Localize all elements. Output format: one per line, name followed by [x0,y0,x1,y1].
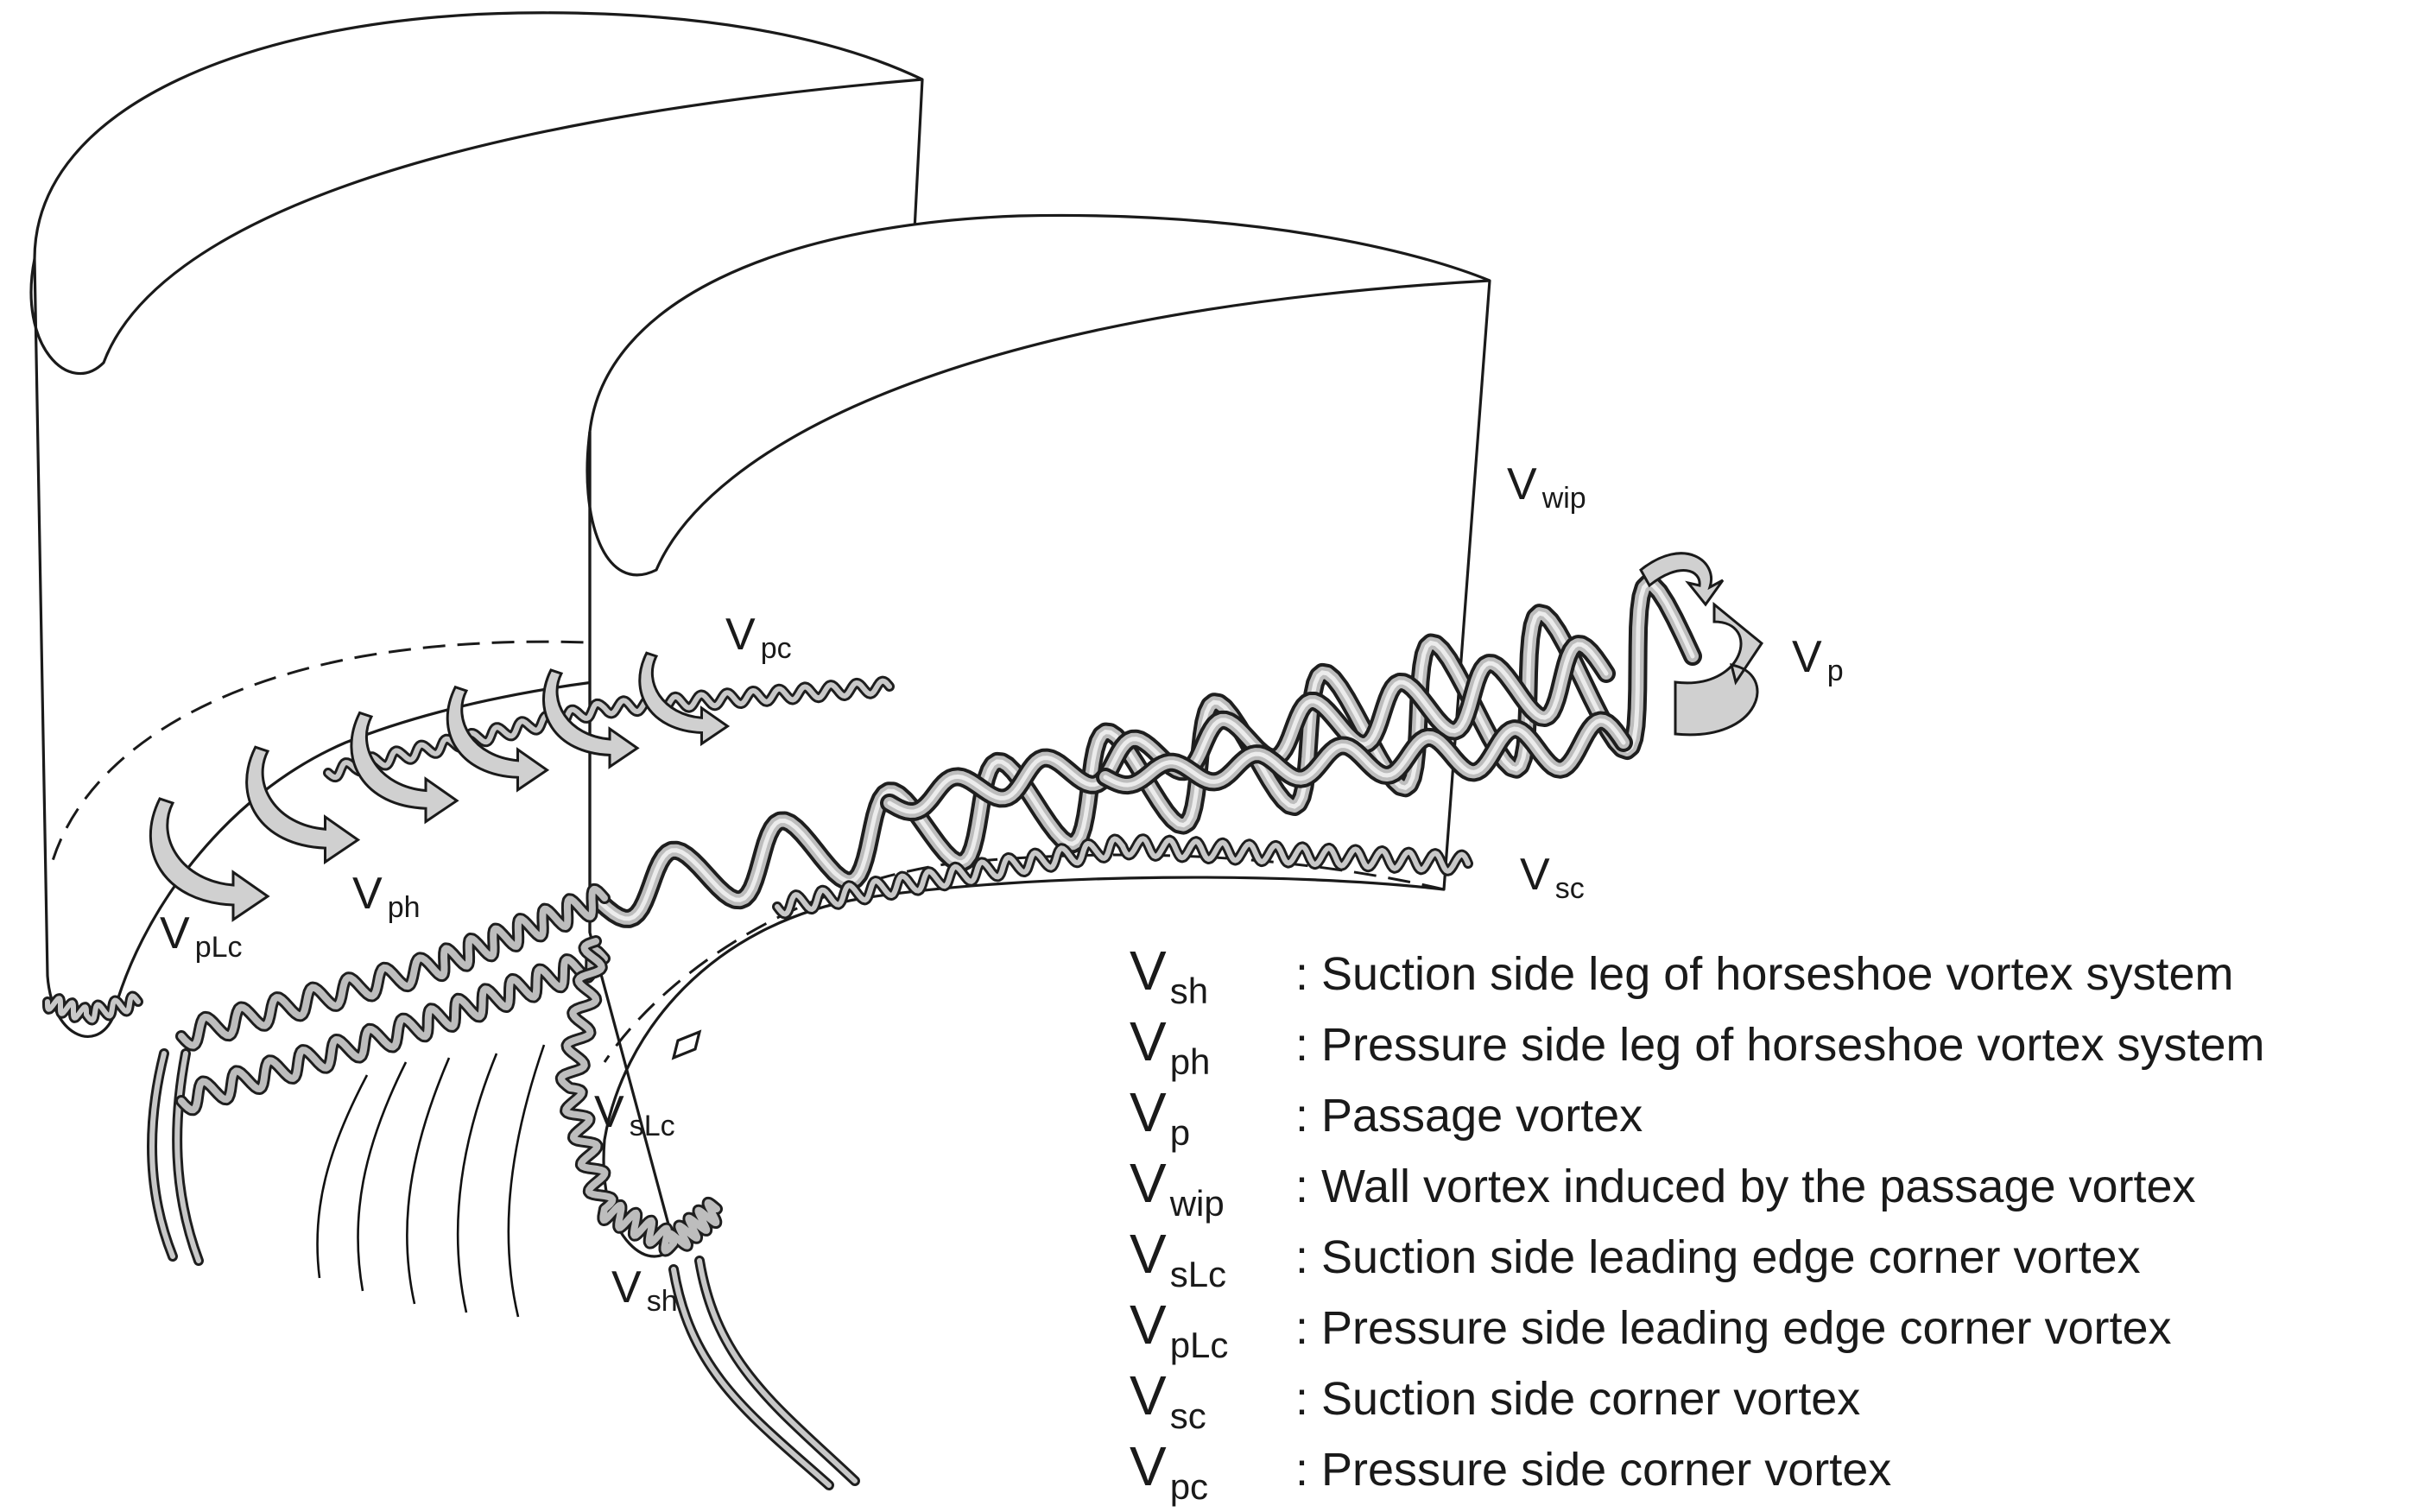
legend-item: Vpc: Pressure side corner vortex [1130,1435,1891,1507]
legend-item: Vsh: Suction side leg of horseshoe vorte… [1130,939,2234,1011]
legend-item: VsLc: Suction side leading edge corner v… [1130,1223,2141,1294]
wall-vortex-upper-highlight [887,642,1609,814]
inlet-streamlines [316,1044,546,1318]
flow-arrows [149,651,731,922]
right-blade [586,213,1491,1258]
vph-strand-2-face [178,946,608,1114]
vp-arrow [1674,601,1764,737]
vph-strand-1-face [178,885,608,1049]
inlet-ribbons [147,1048,860,1490]
legend-item: VpLc: Pressure side leading edge corner … [1130,1294,2172,1365]
legend-item: Vwip: Wall vortex induced by the passage… [1130,1152,2196,1224]
arrow-vph-1 [149,797,270,922]
vsc-vortex-face [775,836,1471,917]
wavy-vortices [42,675,1473,1257]
legend-item: Vsc: Suction side corner vortex [1130,1364,1860,1436]
arrow-vph-3 [350,711,459,825]
passage-vortex-helix [586,573,1702,928]
legend-item: Vp: Passage vortex [1130,1081,1643,1153]
arrow-vph-6 [638,651,731,747]
arrow-vph-4 [446,685,550,793]
legend-item: Vph: Pressure side leg of horseshoe vort… [1130,1010,2265,1082]
legend: Vsh: Suction side leg of horseshoe vorte… [1130,939,2265,1507]
vpc-vortex-face [326,678,892,781]
vwip-arrow [1639,552,1725,607]
arrow-vph-5 [542,668,640,769]
vsh-vortex-face [557,938,720,1255]
vplc-vortex-face [45,993,141,1023]
wall-vortex-lower-highlight [1103,718,1626,788]
arrow-vph-2 [245,745,361,865]
